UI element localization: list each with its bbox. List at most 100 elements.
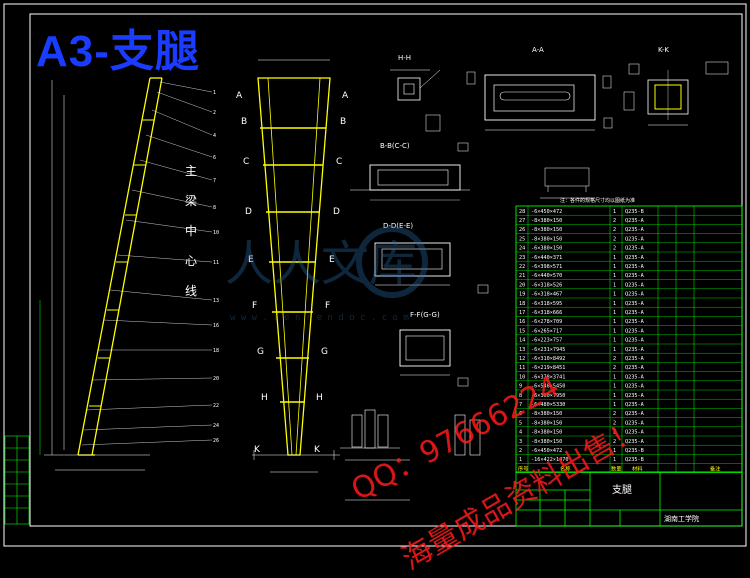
table-cell-spec: -6×223×757 xyxy=(531,338,562,344)
svg-text:G: G xyxy=(257,347,264,357)
detail-base xyxy=(340,409,481,501)
svg-text:26: 26 xyxy=(213,438,219,444)
table-cell-material: Q235-A xyxy=(625,319,645,325)
svg-text:w w w . r e n r e n d o c . c: w w w . r e n r e n d o c . c o m xyxy=(230,313,409,323)
table-cell-no: 24 xyxy=(519,246,525,252)
table-cell-no: 25 xyxy=(519,236,525,242)
table-cell-qty: 2 xyxy=(613,365,616,371)
svg-text:D: D xyxy=(333,207,340,217)
svg-text:注：各件的规格尺寸均以图纸为准: 注：各件的规格尺寸均以图纸为准 xyxy=(560,197,635,204)
table-cell-material: Q235-A xyxy=(625,411,645,417)
table-cell-no: 10 xyxy=(519,374,525,380)
revision-strip xyxy=(4,435,30,525)
detail-joint xyxy=(540,167,595,199)
svg-text:A: A xyxy=(342,91,349,101)
table-cell-qty: 2 xyxy=(613,356,616,362)
table-cell-spec: -6×380×150 xyxy=(531,246,562,252)
svg-text:A: A xyxy=(236,91,243,101)
table-cell-qty: 2 xyxy=(613,236,616,242)
table-cell-spec: -8×380×150 xyxy=(531,236,562,242)
svg-text:H: H xyxy=(261,393,268,403)
table-cell-spec: -6×480×5330 xyxy=(531,402,565,408)
table-cell-material: Q235-A xyxy=(625,301,645,307)
table-cell-qty: 1 xyxy=(613,347,616,353)
table-cell-no: 18 xyxy=(519,301,525,307)
table-header-material: 材料 xyxy=(632,464,642,472)
table-cell-spec: -6×231×7945 xyxy=(531,347,565,353)
svg-text:22: 22 xyxy=(213,403,219,409)
svg-text:K: K xyxy=(314,445,321,455)
table-cell-spec: -6×318×666 xyxy=(531,310,562,316)
table-cell-qty: 1 xyxy=(613,310,616,316)
table-cell-spec: -6×450×472 xyxy=(531,448,562,454)
table-header-note: 备注 xyxy=(710,464,720,472)
svg-text:4: 4 xyxy=(213,133,216,139)
table-cell-spec: -6×360×7950 xyxy=(531,393,565,399)
table-header-qty: 数量 xyxy=(611,464,621,472)
svg-text:A-A: A-A xyxy=(532,46,544,54)
table-cell-no: 27 xyxy=(519,218,525,224)
table-cell-no: 9 xyxy=(519,384,522,390)
table-cell-spec: -8×380×150 xyxy=(531,411,562,417)
table-cell-no: 4 xyxy=(519,430,522,436)
svg-text:B: B xyxy=(340,117,346,127)
svg-text:D-D(E-E): D-D(E-E) xyxy=(383,222,413,230)
table-cell-no: 22 xyxy=(519,264,525,270)
outer-frame xyxy=(3,3,747,547)
table-cell-spec: -6×450×472 xyxy=(531,209,562,215)
table-cell-spec: -6×318×595 xyxy=(531,301,562,307)
svg-text:20: 20 xyxy=(213,376,219,382)
svg-text:1: 1 xyxy=(213,90,216,96)
table-cell-material: Q235-B xyxy=(625,209,644,215)
table-cell-no: 15 xyxy=(519,328,525,334)
svg-text:F: F xyxy=(325,301,330,311)
table-cell-qty: 1 xyxy=(613,319,616,325)
table-cell-qty: 1 xyxy=(613,282,616,288)
table-cell-qty: 1 xyxy=(613,402,616,408)
table-cell-qty: 2 xyxy=(613,218,616,224)
svg-text:H: H xyxy=(316,393,323,403)
table-cell-no: 5 xyxy=(519,420,522,426)
svg-text:24: 24 xyxy=(213,423,219,429)
table-cell-spec: -6×378×3741 xyxy=(531,374,565,380)
svg-text:G: G xyxy=(321,347,328,357)
table-cell-material: Q235-A xyxy=(625,374,645,380)
table-cell-qty: 1 xyxy=(613,393,616,399)
table-cell-no: 13 xyxy=(519,347,525,353)
detail-hh: H-H xyxy=(390,54,441,132)
table-cell-material: Q235-A xyxy=(625,393,645,399)
table-cell-spec: -6×318×526 xyxy=(531,282,562,288)
table-cell-qty: 1 xyxy=(613,448,616,454)
svg-text:C: C xyxy=(336,157,342,167)
title-block xyxy=(515,471,743,527)
table-cell-no: 20 xyxy=(519,282,525,288)
table-cell-material: Q235-A xyxy=(625,264,645,270)
table-cell-material: Q235-A xyxy=(625,365,645,371)
detail-bc: B-B(C-C) xyxy=(350,142,470,201)
svg-text:线: 线 xyxy=(185,284,197,298)
table-cell-spec: -8×380×150 xyxy=(531,430,562,436)
table-cell-material: Q235-A xyxy=(625,227,645,233)
svg-text:8: 8 xyxy=(213,205,216,211)
table-cell-qty: 1 xyxy=(613,292,616,298)
table-cell-spec: -6×318×467 xyxy=(531,292,562,298)
svg-text:18: 18 xyxy=(213,348,219,354)
centerline-note: 主 梁 中 心 线 xyxy=(185,164,197,298)
table-cell-qty: 2 xyxy=(613,411,616,417)
table-cell-material: Q235-A xyxy=(625,430,645,436)
table-cell-material: Q235-A xyxy=(625,420,645,426)
table-cell-no: 1 xyxy=(519,457,522,463)
svg-text:H-H: H-H xyxy=(398,54,411,62)
table-cell-qty: 1 xyxy=(613,255,616,261)
part-name: 支腿 xyxy=(612,484,632,496)
table-cell-no: 11 xyxy=(519,365,525,371)
table-cell-qty: 1 xyxy=(613,374,616,380)
table-cell-material: Q235-A xyxy=(625,236,645,242)
table-cell-spec: -6×540×5450 xyxy=(531,384,565,390)
svg-text:C: C xyxy=(243,157,249,167)
table-cell-no: 17 xyxy=(519,310,525,316)
school-name: 湖南工学院 xyxy=(664,514,699,523)
table-cell-spec: -8×380×150 xyxy=(531,420,562,426)
table-cell-no: 14 xyxy=(519,338,525,344)
